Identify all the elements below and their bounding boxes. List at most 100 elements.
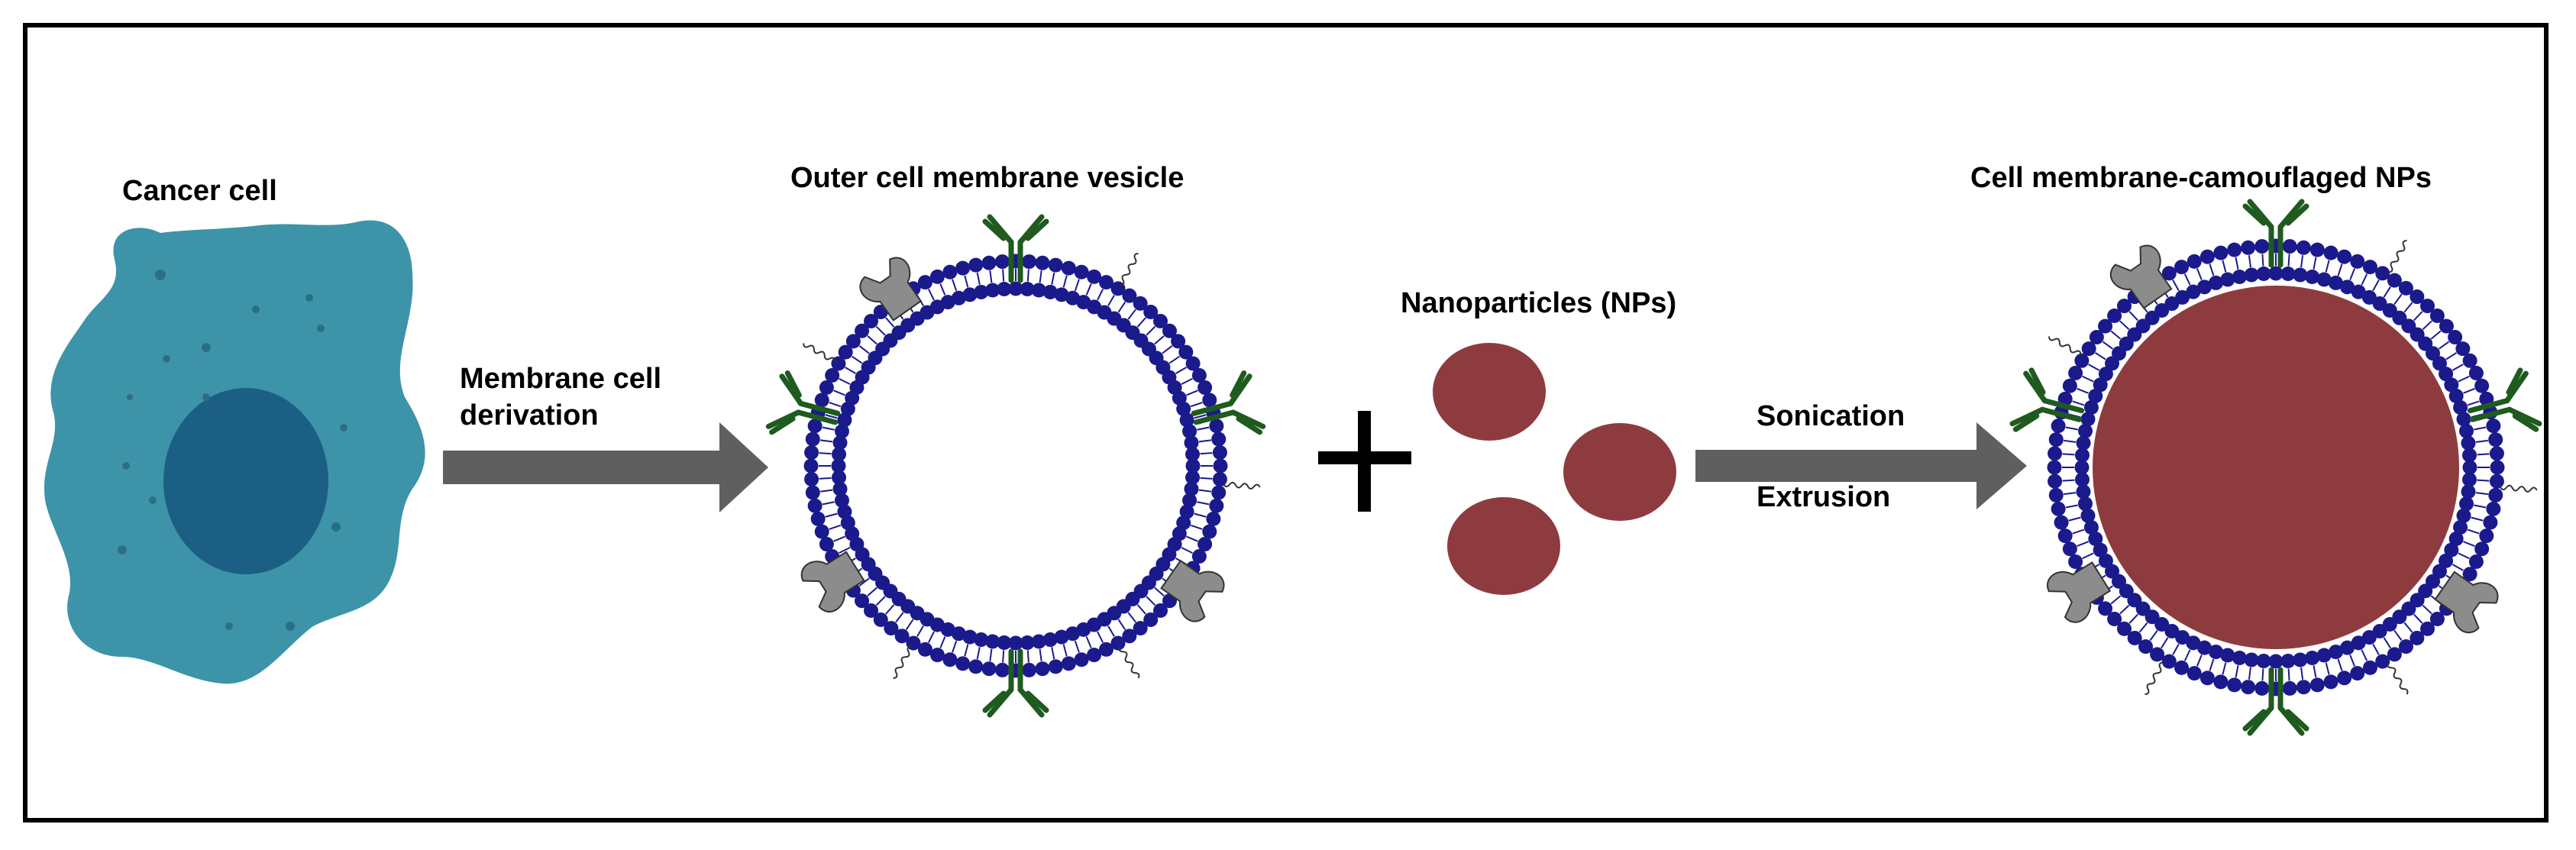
lipid-head <box>2098 601 2113 616</box>
lipid-tail <box>2261 668 2264 681</box>
lipid-head <box>1133 296 1148 311</box>
lipid-head <box>2048 473 2063 489</box>
lipid-head <box>1042 284 1058 299</box>
glycan-icon <box>1120 253 1139 286</box>
nanoparticle <box>1447 497 1560 595</box>
cancer-cell-granules <box>118 270 347 631</box>
glycan-icon <box>2388 239 2407 273</box>
lipid-tail <box>939 636 946 648</box>
lipid-head <box>1213 458 1228 473</box>
label-outer-vesicle: Outer cell membrane vesicle <box>790 162 1184 194</box>
lipid-head <box>1198 537 1213 552</box>
lipid-tail <box>2064 439 2077 443</box>
lipid-head <box>1065 626 1081 642</box>
lipid-head <box>2280 267 2296 282</box>
lipid-head <box>2116 299 2132 314</box>
lipid-head <box>942 652 958 667</box>
lipid-head <box>1211 431 1227 447</box>
lipid-head <box>825 367 840 383</box>
label-extrusion: Extrusion <box>1757 481 1890 513</box>
lipid-head <box>2174 260 2190 275</box>
glycan-icon <box>1118 645 1140 679</box>
lipid-tail <box>2261 254 2264 267</box>
cancer-cell-nucleus <box>163 388 328 574</box>
lipid-tail <box>2138 622 2148 633</box>
lipid-head <box>2486 419 2501 434</box>
lipid-tail <box>2467 528 2480 535</box>
lipid-head <box>2362 660 2377 675</box>
lipid-head <box>962 287 978 302</box>
lipid-tail <box>1200 477 1213 480</box>
lipid-head <box>863 603 878 619</box>
lipid-head <box>2462 353 2477 368</box>
lipid-tail <box>916 625 924 637</box>
lipid-head <box>1022 662 1037 677</box>
antibody-icon <box>765 370 841 435</box>
lipid-tail <box>1002 269 1005 282</box>
lipid-head <box>834 493 849 508</box>
lipid-head <box>1162 323 1177 338</box>
lipid-tail <box>2172 280 2180 292</box>
lipid-tail <box>1162 345 1173 354</box>
lipid-head <box>2062 541 2077 557</box>
lipid-head <box>1178 344 1194 360</box>
lipid-tail <box>2422 604 2432 615</box>
lipid-head <box>2453 400 2468 415</box>
lipid-tail <box>2149 629 2158 642</box>
lipid-head <box>2196 640 2212 655</box>
lipid-tail <box>2372 280 2380 292</box>
lipid-head <box>855 323 870 338</box>
lipid-head <box>1035 255 1050 270</box>
lipid-tail <box>2337 658 2343 671</box>
lipid-head <box>2398 280 2413 296</box>
lipid-head <box>2175 289 2190 305</box>
lipid-head <box>2127 630 2142 645</box>
cell-granule <box>163 355 170 363</box>
lipid-head <box>2227 677 2242 693</box>
lipid-tail <box>1127 612 1136 623</box>
cell-granule <box>127 394 133 400</box>
lipid-head <box>2305 651 2320 666</box>
cell-granule <box>155 270 166 280</box>
lipid-tail <box>2372 643 2380 655</box>
cell-granule <box>225 622 233 630</box>
lipid-head <box>2088 388 2103 403</box>
lipid-head <box>2459 423 2474 438</box>
lipid-tail <box>1186 535 1198 542</box>
lipid-head <box>2244 652 2259 667</box>
lipid-head <box>2448 388 2464 403</box>
antibody-icon <box>982 214 1049 283</box>
lipid-head <box>917 642 932 657</box>
lipid-head <box>1185 470 1201 485</box>
glycan-icon <box>2500 484 2538 493</box>
lipid-head <box>2448 330 2463 345</box>
antibody-icon <box>2242 667 2309 736</box>
lipid-tail <box>822 426 835 431</box>
lipid-head <box>1206 511 1221 526</box>
label-cancer-cell: Cancer cell <box>122 175 277 207</box>
lipid-head <box>968 257 984 273</box>
lipid-head <box>834 424 849 439</box>
lipid-head <box>832 481 848 496</box>
lipid-tail <box>1190 524 1203 530</box>
lipid-head <box>2456 412 2471 427</box>
lipid-head <box>2462 460 2477 475</box>
lipid-head <box>2439 553 2454 568</box>
lipid-head <box>2490 460 2505 475</box>
lipid-head <box>2305 269 2320 284</box>
lipid-head <box>1182 493 1198 508</box>
lipid-head <box>2323 245 2338 260</box>
glycan-icon <box>1223 481 1261 490</box>
lipid-tail <box>1074 640 1080 653</box>
lipid-head <box>997 635 1012 651</box>
lipid-tail <box>2349 654 2356 667</box>
lipid-head <box>2375 654 2390 669</box>
lipid-head <box>2468 554 2484 569</box>
lipid-head <box>2213 674 2229 690</box>
lipid-head <box>1133 621 1148 636</box>
lipid-head <box>2232 269 2247 284</box>
lipid-head <box>805 431 820 447</box>
lipid-head <box>2199 671 2215 686</box>
lipid-tails <box>819 269 1213 663</box>
lipid-tail <box>2235 665 2239 678</box>
